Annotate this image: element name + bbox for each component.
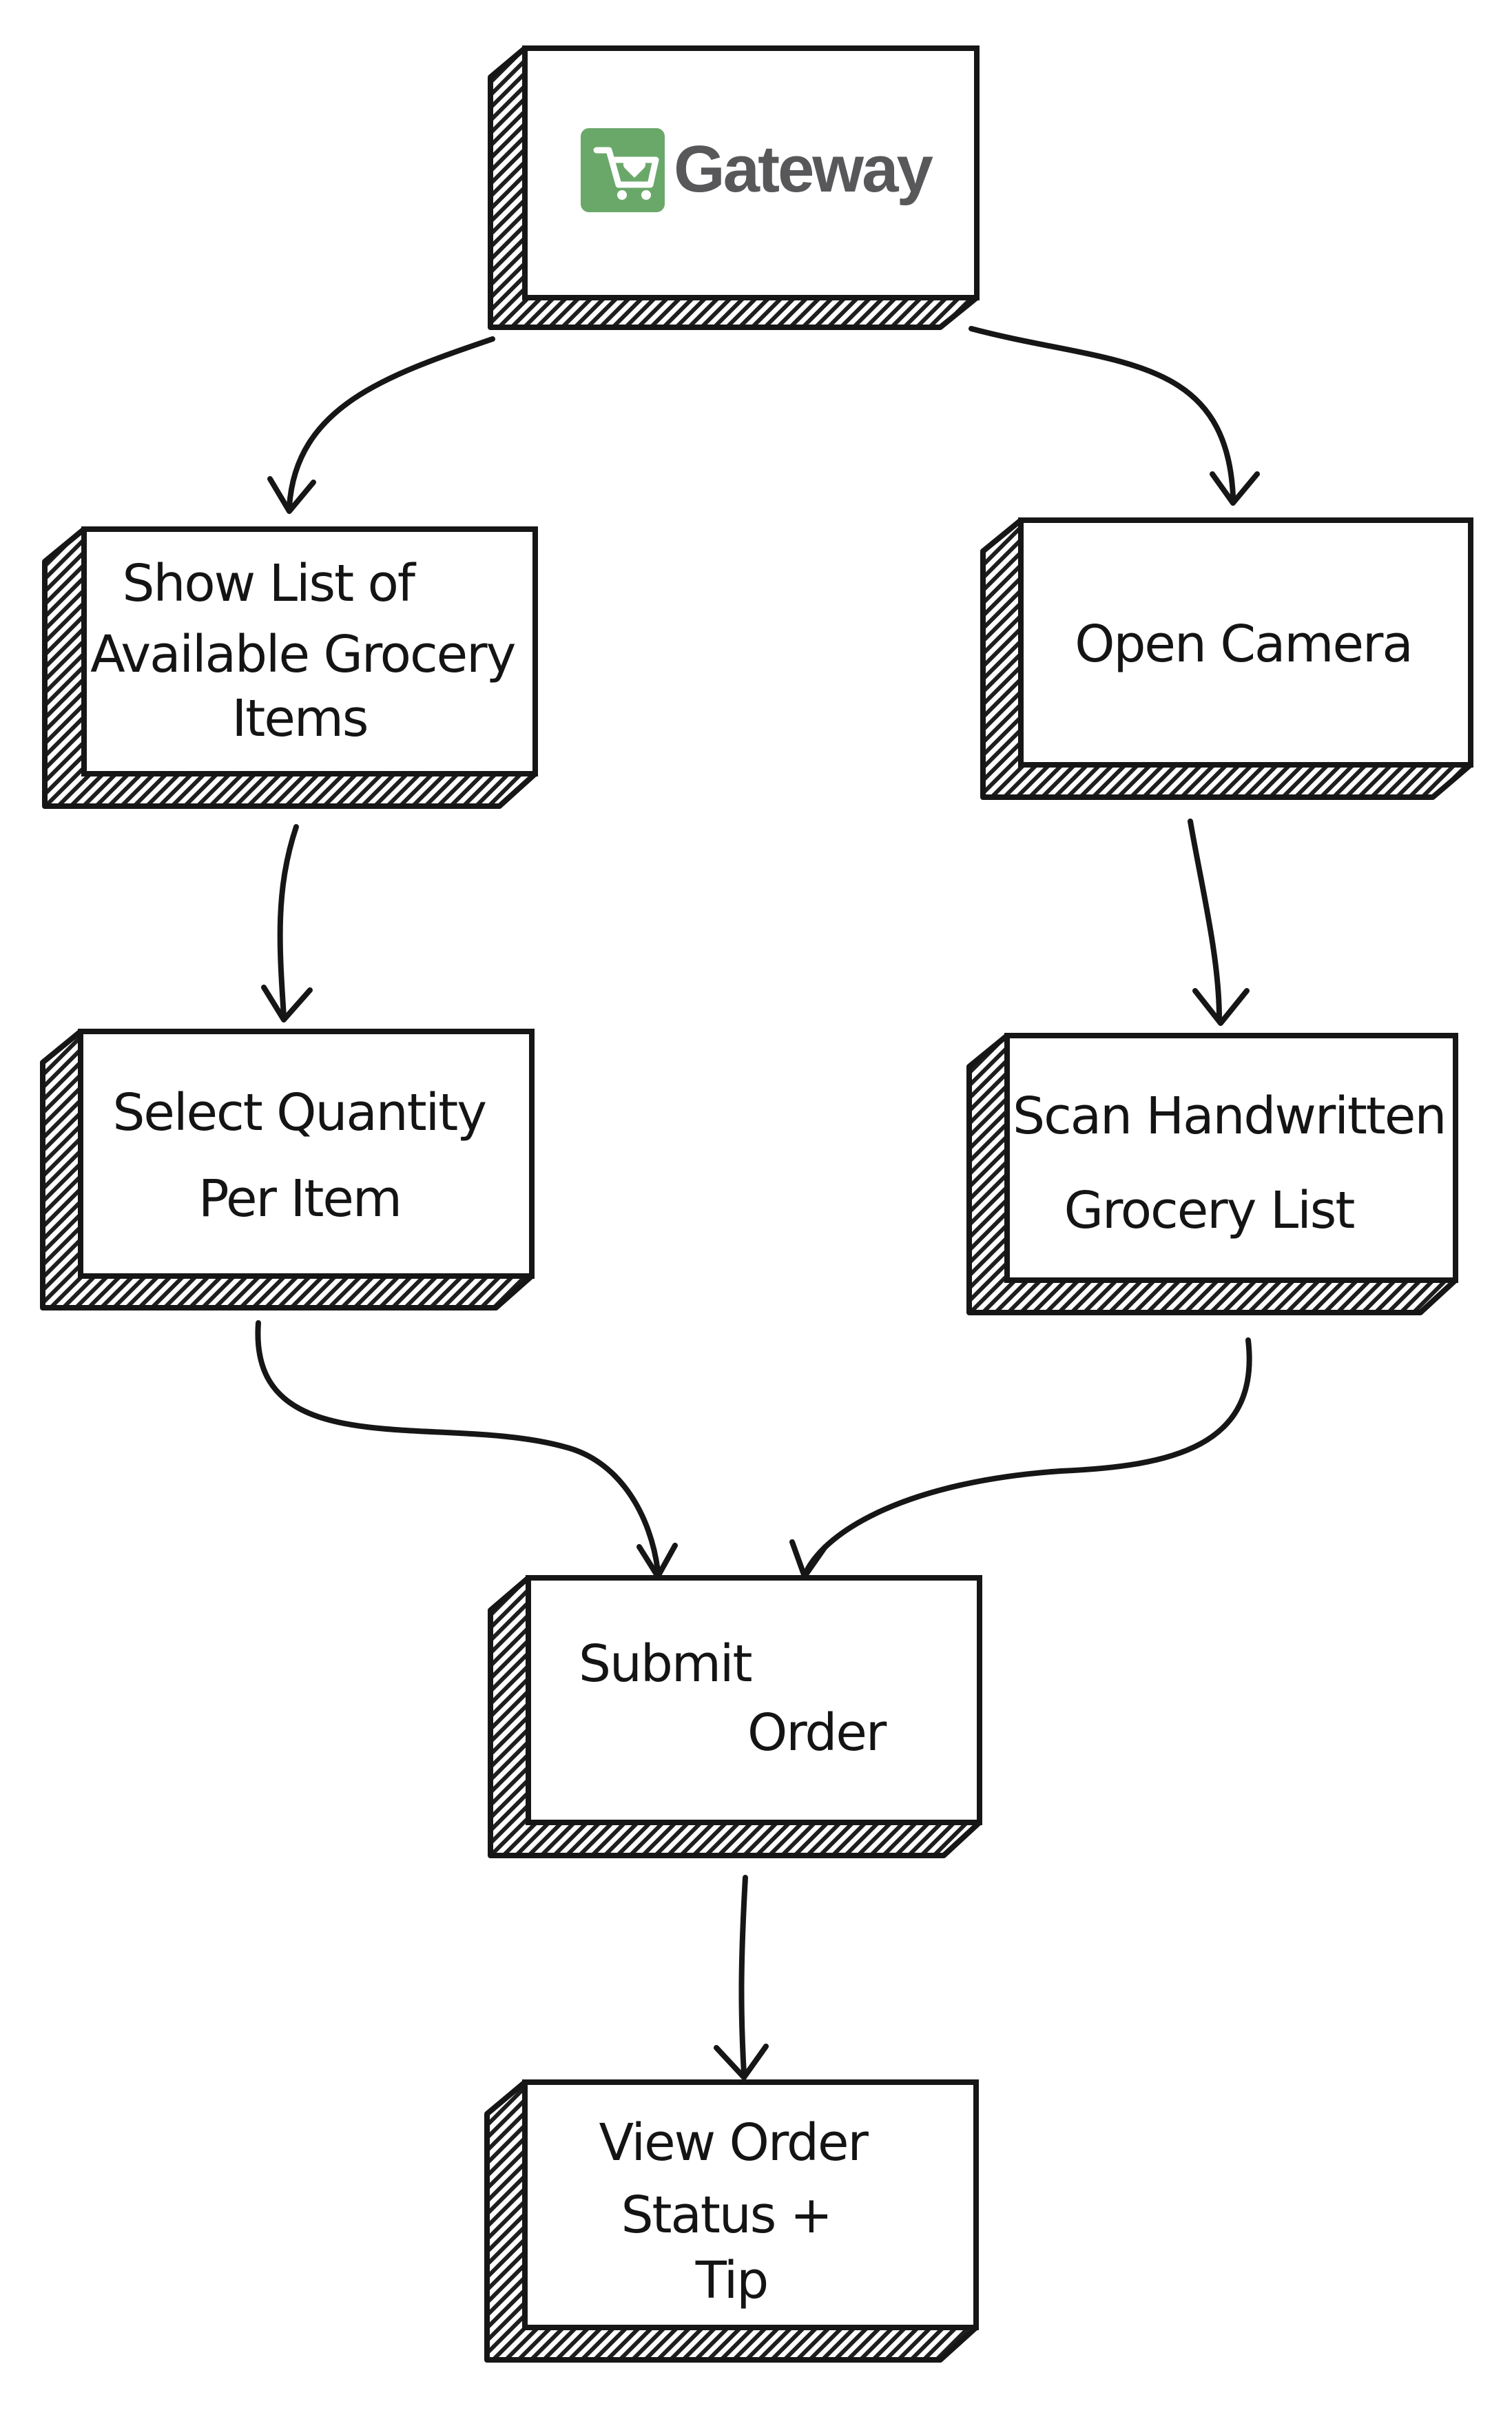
- open-camera-label: Open Camera: [1075, 615, 1412, 674]
- edge-show-list-to-select-quantity: [261, 824, 313, 1022]
- shopping-cart-heart-icon: [581, 128, 665, 212]
- node-select-quantity[interactable]: Select Quantity Per Item: [40, 1029, 535, 1310]
- view-status-label: View Order Status + Tip: [599, 2113, 882, 2310]
- edge-gateway-to-open-camera: [969, 326, 1260, 506]
- edge-scan-list-to-submit-order: [789, 1337, 1252, 1579]
- edge-open-camera-to-scan-list: [1188, 819, 1250, 1026]
- show-list-label: Show List of Available Grocery Items: [90, 554, 530, 748]
- edge-gateway-to-show-list: [267, 336, 495, 514]
- node-view-status[interactable]: View Order Status + Tip: [484, 2079, 979, 2363]
- select-quantity-label: Select Quantity Per Item: [112, 1083, 500, 1229]
- edge-submit-order-to-view-status: [714, 1875, 769, 2080]
- gateway-logo-text: Gateway: [674, 132, 933, 206]
- node-show-list[interactable]: Show List of Available Grocery Items: [42, 526, 538, 809]
- node-submit-order[interactable]: Submit Order: [488, 1575, 982, 1858]
- node-gateway[interactable]: Gateway: [488, 45, 980, 330]
- submit-order-label: Submit Order: [579, 1634, 887, 1762]
- scan-list-label: Scan Handwritten Grocery List: [1013, 1087, 1460, 1240]
- node-scan-list[interactable]: Scan Handwritten Grocery List: [966, 1033, 1460, 1315]
- edges: [255, 326, 1260, 2080]
- edge-select-quantity-to-submit-order: [255, 1320, 678, 1579]
- node-open-camera[interactable]: Open Camera: [980, 517, 1473, 800]
- gateway-logo: Gateway: [581, 128, 935, 212]
